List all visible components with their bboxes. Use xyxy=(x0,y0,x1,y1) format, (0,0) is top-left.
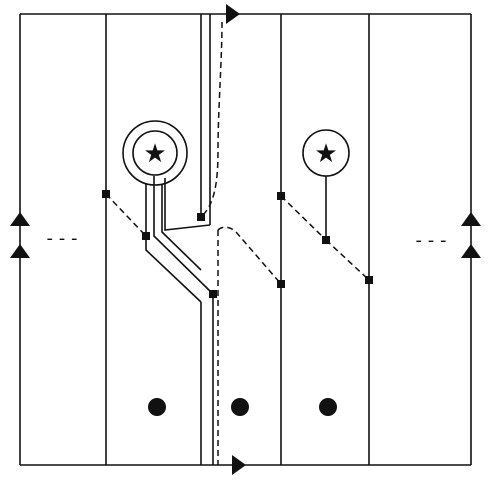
left-star-stem-inner xyxy=(153,176,214,295)
dot-center xyxy=(231,398,249,416)
dot-right xyxy=(319,398,337,416)
arrow-right-upper xyxy=(461,212,481,226)
arrow-left-lower xyxy=(10,244,30,258)
left-star-icon: ★ xyxy=(143,139,166,169)
arrow-right-lower xyxy=(461,244,481,258)
arrow-bottom-right xyxy=(232,455,246,475)
right-star-icon: ★ xyxy=(314,139,337,169)
ellipsis-left: - - - xyxy=(47,228,78,249)
node-right-vertical-lower xyxy=(277,280,285,288)
dashed-center-curve-bottom xyxy=(217,226,282,285)
node-far-right-vertical xyxy=(365,276,373,284)
dashed-diagonal-right-lower xyxy=(325,239,370,281)
ellipsis-right: - - - xyxy=(416,230,447,251)
dot-left xyxy=(148,398,166,416)
left-star-stem-outer xyxy=(145,184,202,303)
dashed-center-curve-top xyxy=(200,21,223,218)
arrow-left-upper xyxy=(10,212,30,226)
node-right-stem xyxy=(322,236,330,244)
dashed-diagonal-right-upper xyxy=(280,195,327,241)
node-left-vertical xyxy=(102,190,110,198)
arrow-top-right xyxy=(226,4,240,24)
left-star-inner-circle xyxy=(132,130,178,176)
node-center-lower xyxy=(209,290,217,298)
left-star-stem-innermost xyxy=(161,184,202,271)
node-left-stem xyxy=(142,232,150,240)
node-center-upper xyxy=(197,213,205,221)
left-star-stem-right xyxy=(164,178,211,231)
dashed-diagonal-left xyxy=(105,193,147,237)
node-right-vertical-upper xyxy=(277,192,285,200)
